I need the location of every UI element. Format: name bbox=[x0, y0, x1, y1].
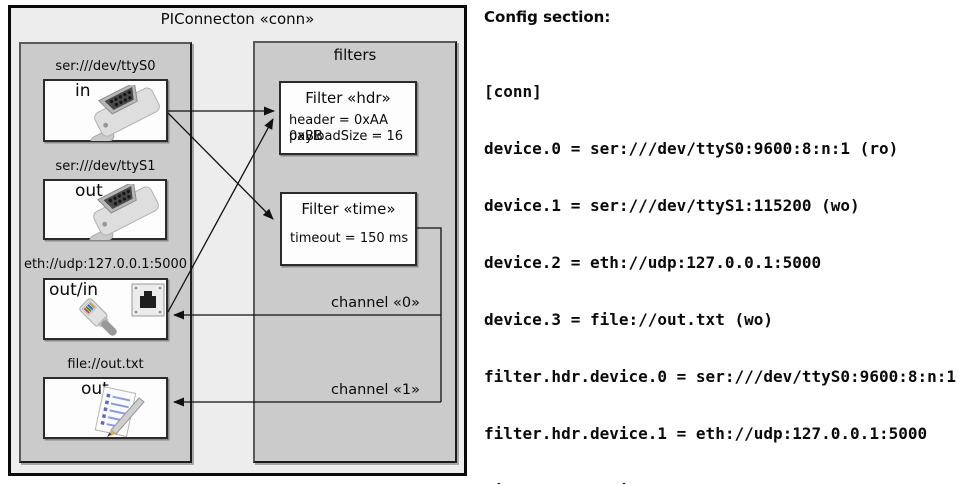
frame-title: PIConnecton «conn» bbox=[160, 10, 315, 28]
config-lines: [conn] device.0 = ser:///dev/ttyS0:9600:… bbox=[484, 44, 964, 484]
device-box-file: out bbox=[43, 377, 168, 439]
config-heading: Config section: bbox=[484, 8, 611, 26]
config-line: filter.hdr.device.0 = ser:///dev/ttyS0:9… bbox=[484, 367, 957, 386]
config-line: filter.hdr.device.1 = eth://udp:127.0.0.… bbox=[484, 424, 928, 443]
port-label: out bbox=[81, 379, 109, 399]
config-line: device.3 = file://out.txt (wo) bbox=[484, 310, 773, 329]
filter-param: payloadSize = 16 bbox=[289, 129, 404, 144]
config-line: device.2 = eth://udp:127.0.0.1:5000 bbox=[484, 253, 822, 272]
device-label-ttys0: ser:///dev/ttyS0 bbox=[55, 59, 156, 74]
device-box-ttys1: out bbox=[43, 179, 167, 240]
config-line: device.0 = ser:///dev/ttyS0:9600:8:n:1 (… bbox=[484, 139, 899, 158]
config-line: [conn] bbox=[484, 82, 542, 101]
config-line: filter.hdr.splitMode = header bbox=[484, 481, 964, 484]
device-box-ttys0: in bbox=[43, 79, 168, 142]
ethernet-jack-icon bbox=[131, 283, 165, 317]
port-label: out/in bbox=[49, 280, 99, 300]
device-box-eth: out/in bbox=[43, 278, 168, 340]
filter-param: timeout = 150 ms bbox=[290, 231, 409, 246]
config-line: device.1 = ser:///dev/ttyS1:115200 (wo) bbox=[484, 196, 860, 215]
ethernet-plug-icon bbox=[79, 298, 117, 336]
device-label-ttys1: ser:///dev/ttyS1 bbox=[55, 159, 156, 174]
port-label: out bbox=[75, 181, 103, 201]
channel-0-label: channel «0» bbox=[331, 295, 420, 311]
channel-1-label: channel «1» bbox=[331, 382, 420, 398]
notepad-icon bbox=[94, 386, 145, 438]
serial-connector-icon bbox=[90, 85, 160, 141]
device-label-eth: eth://udp:127.0.0.1:5000 bbox=[23, 257, 188, 272]
port-label: in bbox=[75, 81, 91, 101]
serial-connector-icon bbox=[89, 184, 159, 240]
device-label-file: file://out.txt bbox=[67, 357, 144, 372]
filter-title: Filter «hdr» bbox=[305, 89, 391, 107]
filter-param: header = 0xAA 0xBB bbox=[289, 113, 389, 144]
filter-title: Filter «time» bbox=[301, 200, 396, 218]
filter-box-time: Filter «time» timeout = 150 ms bbox=[280, 192, 417, 266]
pencil-icon bbox=[107, 397, 145, 437]
filters-panel-title: filters bbox=[333, 46, 377, 64]
filter-box-hdr: Filter «hdr» header = 0xAA 0xBB payloadS… bbox=[279, 81, 417, 155]
